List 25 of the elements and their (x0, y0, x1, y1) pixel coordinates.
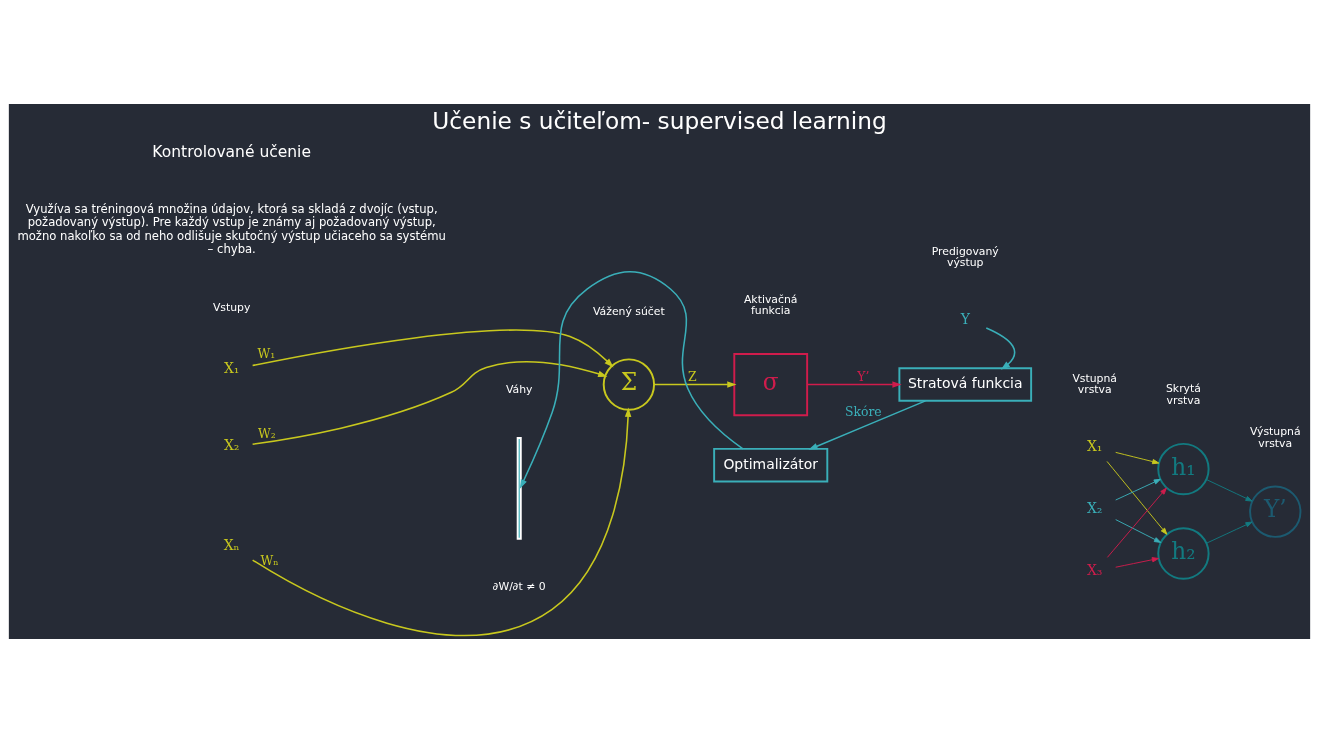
label: Vstupná vrstva (1072, 371, 1117, 397)
node-text: X₁ (1086, 437, 1103, 454)
label: Vstupy (212, 300, 251, 314)
label: Kontrolované učenie (152, 142, 311, 161)
label: ∂W/∂t ≠ 0 (492, 579, 546, 593)
label: Váhy (505, 382, 533, 396)
label: Predigovaný výstup (931, 244, 999, 270)
edge-label: W₂ (258, 425, 276, 441)
node-text: Y (960, 310, 970, 327)
edge-label: Z (688, 368, 697, 384)
node-label: Aktivačná funkcia (743, 292, 798, 318)
edge-label: W₁ (257, 346, 276, 362)
label: Skrytá vrstva (1165, 382, 1201, 408)
node-text: X₂ (223, 436, 240, 453)
node-label: Vážený súčet (593, 304, 665, 318)
node-text: X₃ (1086, 561, 1103, 578)
edge-label: Wₙ (260, 552, 279, 568)
node-text: Xₙ (223, 536, 240, 553)
label: Výstupná vrstva (1249, 425, 1301, 450)
edge-label: Skóre (844, 404, 882, 420)
diagram-title: Učenie s učiteľom- supervised learning (432, 106, 887, 134)
label: Využíva sa tréningová množina údajov, ktorá sa skladá z dvojíc (vstup, požadovaný výstup). Pre každý vstup je známy aj požadovaný výstup, možno nakoľko sa od neho odlišuje skutočný výstup učiaceho sa systému – chyba. (17, 202, 446, 256)
node-text: X₂ (1086, 499, 1103, 516)
node-text: X₁ (223, 360, 240, 377)
edge-label: Y’ (857, 368, 870, 384)
